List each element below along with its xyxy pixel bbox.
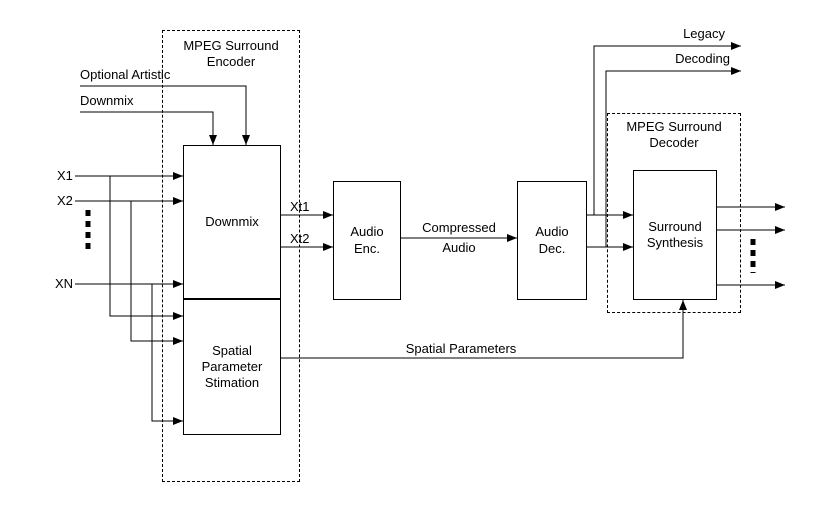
audio-encoder-block: Audio Enc. (333, 181, 401, 300)
downmix-block-label: Downmix (205, 213, 259, 229)
compressed-audio-label-line2: Audio (442, 240, 476, 255)
surround-synthesis-block: Surround Synthesis (633, 170, 717, 300)
downmix-block: Downmix (183, 145, 281, 299)
spatial-parameter-estimation-block: Spatial Parameter Stimation (183, 299, 281, 435)
spatial-block-line2: Parameter (201, 358, 263, 374)
audio-decoder-block: Audio Dec. (517, 181, 587, 300)
input-x2-label: X2 (57, 193, 73, 208)
decoder-title-line2: Decoder (649, 135, 699, 151)
decoder-title-line1: MPEG Surround (626, 119, 722, 134)
downmix-input-label: Downmix (80, 93, 134, 108)
optional-artistic-label: Optional Artistic (80, 67, 171, 82)
legacy-label: Legacy (683, 26, 725, 41)
mpeg-surround-decoder-title: MPEG Surround Decoder (608, 119, 740, 152)
audio-dec-line1: Audio (535, 224, 569, 240)
encoder-title-line1: MPEG Surround (183, 38, 279, 53)
surround-synthesis-line1: Surround (648, 218, 702, 234)
compressed-audio-label-line1: Compressed (422, 220, 496, 235)
encoder-title-line2: Encoder (206, 54, 256, 70)
spatial-block-line3: Stimation (204, 375, 260, 391)
audio-dec-line2: Dec. (538, 240, 566, 256)
audio-enc-line2: Enc. (353, 240, 380, 256)
spatial-parameters-label: Spatial Parameters (405, 341, 517, 356)
input-xn-label: XN (55, 276, 74, 291)
xt1-label: Xt1 (290, 199, 310, 214)
decoding-label: Decoding (675, 51, 730, 66)
audio-enc-line1: Audio (350, 224, 384, 240)
xt2-label: Xt2 (290, 231, 310, 246)
mpeg-surround-encoder-title: MPEG Surround Encoder (163, 38, 299, 71)
surround-synthesis-line2: Synthesis (646, 235, 704, 250)
input-x1-label: X1 (57, 168, 73, 183)
spatial-block-line1: Spatial (212, 342, 252, 358)
